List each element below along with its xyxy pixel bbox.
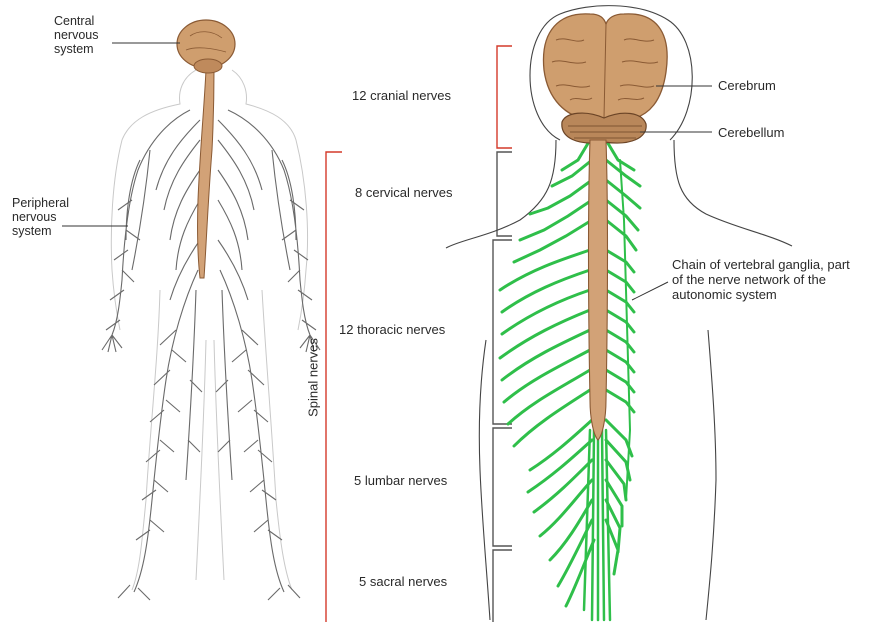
- cervical-bracket: [497, 152, 512, 236]
- cns-label-line3: system: [54, 42, 98, 56]
- pns-label: Peripheral nervous system: [12, 196, 69, 238]
- back-outline-left: [479, 340, 490, 620]
- thoracic-nerves-label: 12 thoracic nerves: [339, 322, 445, 337]
- nerve-branches-left-leg: [118, 270, 202, 600]
- chain-ganglia-label: Chain of vertebral ganglia, part of the …: [672, 257, 850, 302]
- nerve-branches-right-leg: [216, 270, 300, 600]
- spinal-cord-left: [198, 70, 214, 278]
- pns-label-line2: nervous: [12, 210, 69, 224]
- nerve-branches-left-arm: [106, 110, 190, 335]
- right-brain: [543, 14, 667, 440]
- spinal-bracket: [326, 152, 342, 622]
- spinal-nerves-label: Spinal nerves: [306, 333, 321, 423]
- cns-label-line2: nervous: [54, 28, 98, 42]
- sacral-nerves-label: 5 sacral nerves: [359, 574, 447, 589]
- sacral-bracket: [493, 550, 512, 622]
- cerebellum-right: [562, 113, 646, 143]
- lumbar-nerves-label: 5 lumbar nerves: [354, 473, 447, 488]
- central-nervous-system-figure: [177, 20, 235, 278]
- spinal-nerves-green: [500, 140, 640, 620]
- spinal-cord-right: [589, 140, 608, 440]
- lumbar-bracket: [493, 428, 512, 546]
- cauda-equina: [584, 430, 610, 620]
- cerebellum-label: Cerebellum: [718, 125, 784, 140]
- pns-label-line3: system: [12, 224, 69, 238]
- cranial-nerves-label: 12 cranial nerves: [352, 88, 451, 103]
- chain-leader-line: [632, 282, 668, 300]
- pns-label-line1: Peripheral: [12, 196, 69, 210]
- cerebrum-label: Cerebrum: [718, 78, 776, 93]
- cranial-bracket: [497, 46, 512, 148]
- chain-label-line3: autonomic system: [672, 287, 850, 302]
- chain-label-line1: Chain of vertebral ganglia, part: [672, 257, 850, 272]
- left-hand-nerves: [102, 335, 122, 352]
- brainstem-left: [194, 59, 222, 73]
- cns-label: Central nervous system: [54, 14, 98, 56]
- cns-label-line1: Central: [54, 14, 98, 28]
- chain-label-line2: of the nerve network of the: [672, 272, 850, 287]
- cervical-nerves-label: 8 cervical nerves: [355, 185, 453, 200]
- back-outline-right: [706, 330, 716, 620]
- nerve-branches-right-arm: [228, 110, 316, 335]
